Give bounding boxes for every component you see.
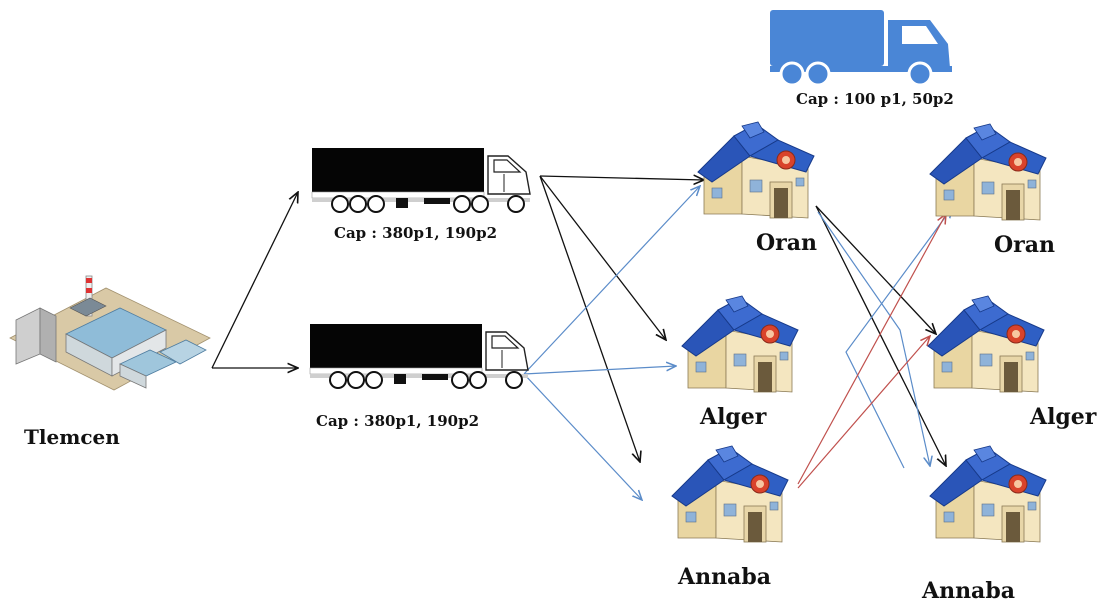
edge-blue-to-oran (845, 208, 952, 469)
depot-right-oran-label: Oran (994, 232, 1055, 258)
edge-truck1-oran (539, 176, 704, 180)
depot-right-alger-label: Alger (1029, 404, 1097, 430)
truck-2 (309, 323, 529, 389)
depot-middle-annaba-label: Annaba (677, 564, 771, 590)
factory-icon (9, 275, 211, 391)
edge-tlemcen-truck1 (211, 192, 298, 369)
small-truck-capacity: Cap : 100 p1, 50p2 (796, 90, 954, 108)
edge-truck1-alger (539, 175, 666, 340)
truck-2-capacity: Cap : 380p1, 190p2 (316, 412, 479, 430)
edge-truck2-annaba (523, 373, 642, 500)
edge-oran-alger-black (815, 205, 936, 334)
depot-icon-right-annaba (929, 445, 1047, 543)
source-label: Tlemcen (24, 425, 120, 449)
truck-1-capacity: Cap : 380p1, 190p2 (334, 224, 497, 242)
depot-icon-middle-alger (681, 295, 799, 393)
edge-oran-annaba-blue (817, 211, 930, 466)
edges (211, 175, 952, 500)
depot-middle-oran-label: Oran (756, 230, 817, 256)
depot-icon-right-alger (927, 295, 1045, 393)
edge-truck2-alger (523, 366, 676, 375)
edge-truck1-annaba (539, 175, 640, 462)
depot-icon-middle-annaba (671, 445, 789, 543)
edge-oran-annaba-black (815, 205, 946, 466)
depot-icon-middle-oran (697, 121, 815, 219)
truck-1 (311, 147, 531, 213)
edge-truck2-oran (523, 186, 700, 375)
depot-right-annaba-label: Annaba (921, 578, 1015, 604)
edge-annaba-oran-red (797, 214, 946, 485)
depot-middle-alger-label: Alger (699, 404, 767, 430)
depot-icon-right-oran (929, 123, 1047, 221)
edge-annaba-alger-red (797, 336, 930, 489)
small-truck-icon (770, 10, 952, 87)
